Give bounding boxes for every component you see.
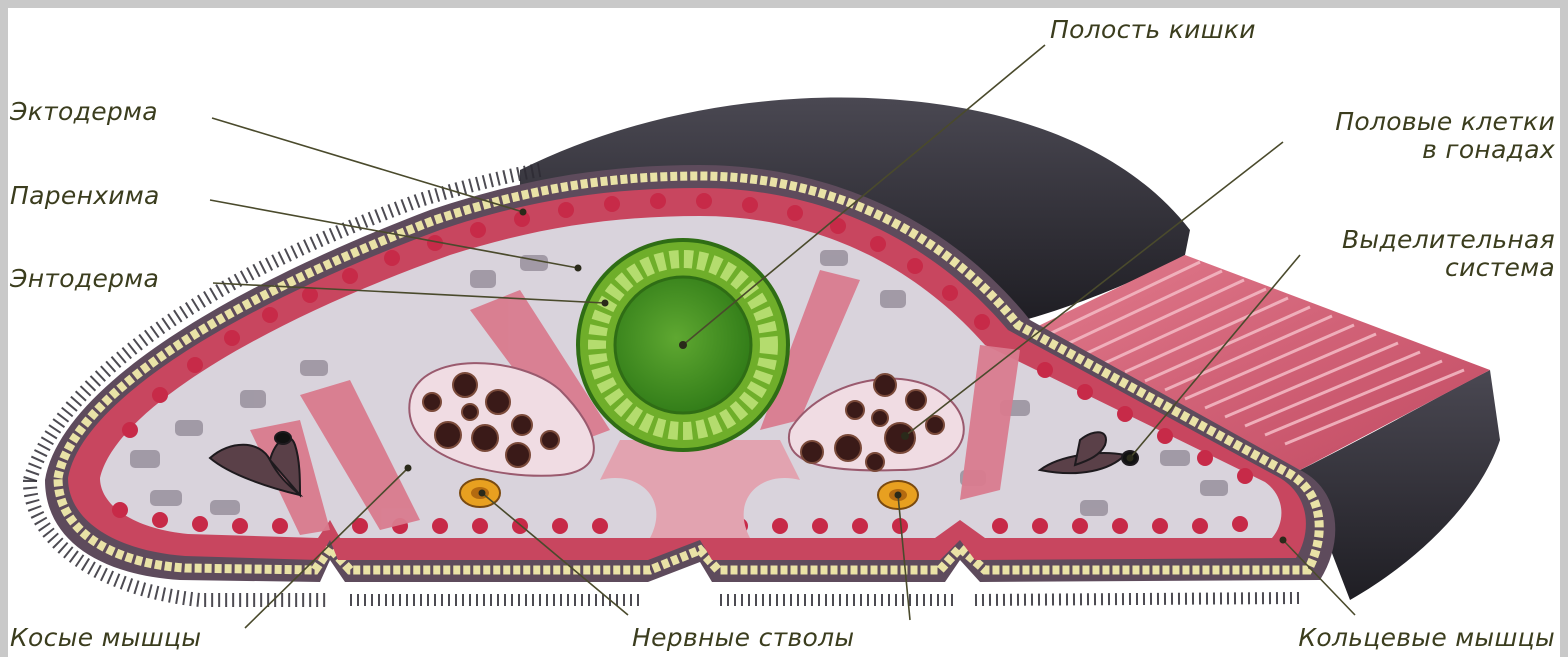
label-oblique-muscles: Косые мышцы [10, 623, 201, 652]
label-parenchyma: Паренхима [10, 181, 160, 210]
label-ring-muscles: Кольцевые мышцы [1298, 623, 1555, 652]
label-sex-cells-line2: в гонадах [1422, 135, 1555, 164]
label-sex-cells-line1: Половые клетки [1335, 107, 1555, 136]
diagram-frame: Эктодерма Паренхима Энтодерма Полость ки… [8, 8, 1560, 657]
label-ectoderm: Эктодерма [9, 97, 158, 126]
flatworm-cross-section-diagram: Эктодерма Паренхима Энтодерма Полость ки… [8, 8, 1560, 657]
label-gut-cavity: Полость кишки [1050, 15, 1256, 44]
label-nerve-trunks: Нервные стволы [632, 623, 854, 652]
label-endoderm: Энтодерма [9, 264, 159, 293]
label-excretory-line1: Выделительная [1342, 225, 1555, 254]
label-excretory-line2: система [1445, 253, 1555, 282]
